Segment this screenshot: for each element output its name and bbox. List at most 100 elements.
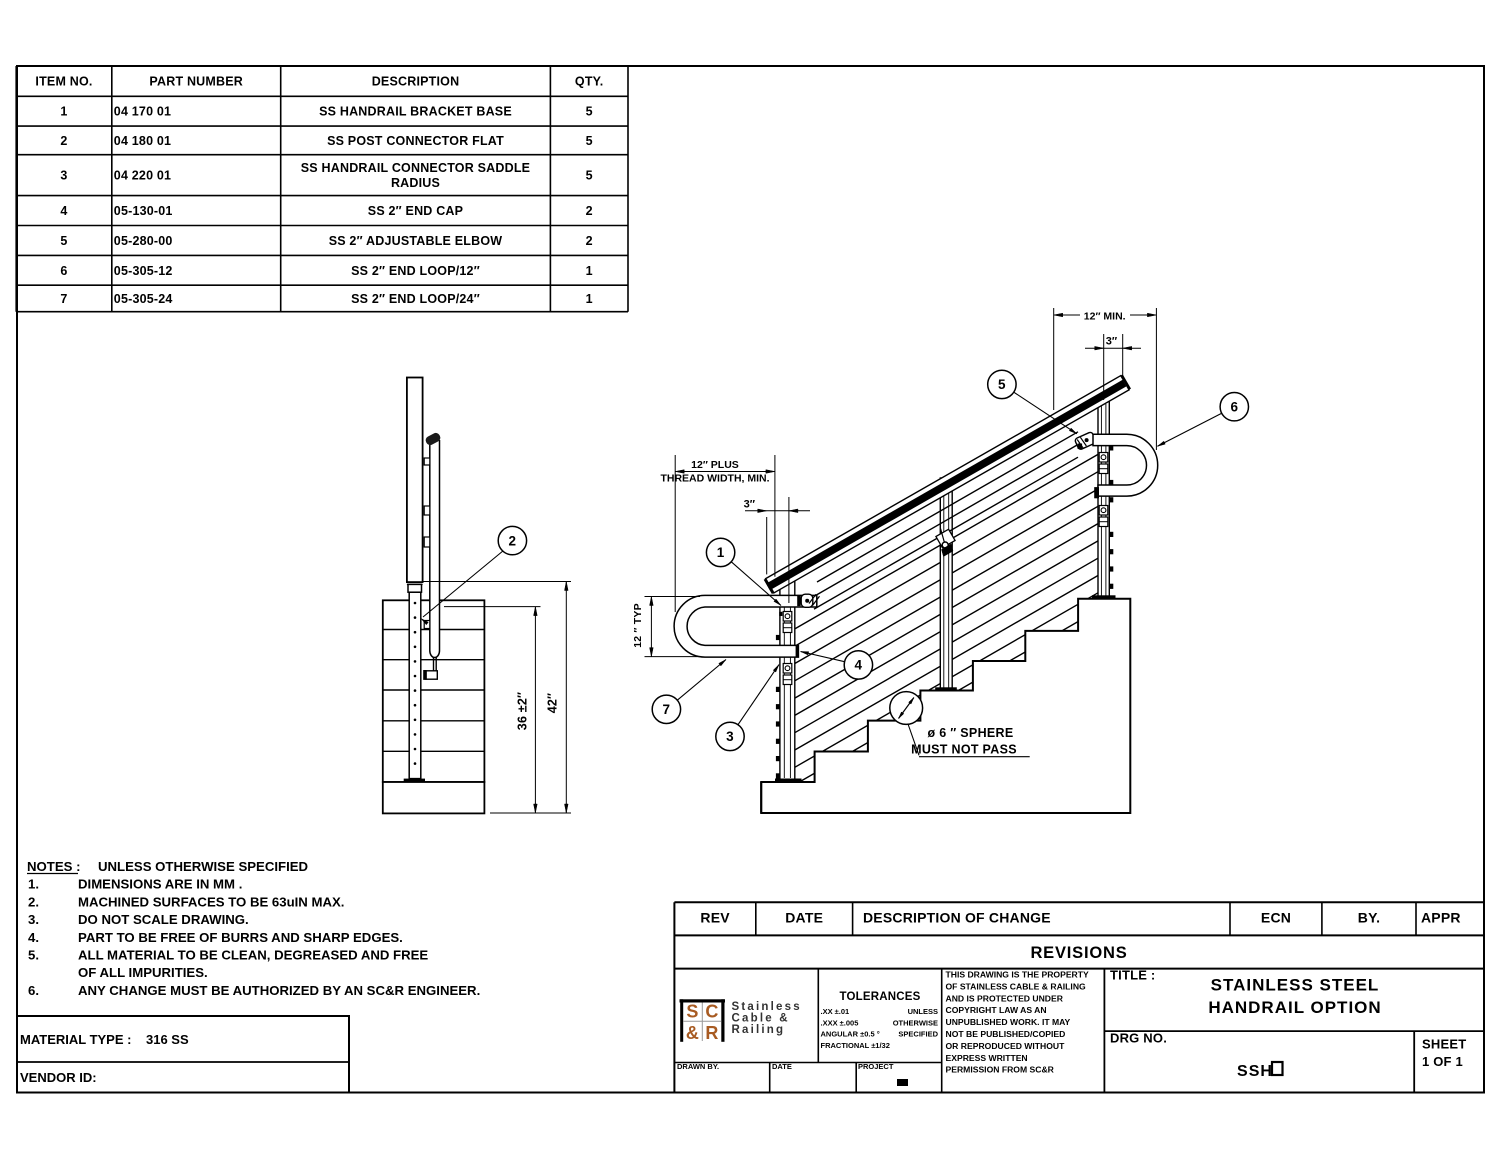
svg-text:05-130-01: 05-130-01 <box>114 204 173 218</box>
svg-text:04 220 01: 04 220 01 <box>114 169 171 183</box>
svg-text:316 SS: 316 SS <box>146 1032 189 1047</box>
svg-text:3: 3 <box>726 729 734 744</box>
svg-text:3″: 3″ <box>744 499 756 511</box>
svg-text:6: 6 <box>60 264 67 278</box>
svg-text:TITLE :: TITLE : <box>1110 968 1155 983</box>
svg-text:ANGULAR ±0.5 °: ANGULAR ±0.5 ° <box>821 1030 880 1039</box>
svg-text:4: 4 <box>60 204 67 218</box>
svg-text:12 ″ TYP: 12 ″ TYP <box>632 603 644 648</box>
svg-text:SS HANDRAIL CONNECTOR SADDLE: SS HANDRAIL CONNECTOR SADDLE <box>301 161 530 175</box>
svg-text:RADIUS: RADIUS <box>391 176 440 190</box>
svg-text:5: 5 <box>586 134 593 148</box>
svg-text:36 ±2″: 36 ±2″ <box>516 692 530 730</box>
svg-text:SS 2″ END CAP: SS 2″ END CAP <box>368 204 463 218</box>
svg-text:4.: 4. <box>28 930 39 945</box>
svg-text:5: 5 <box>60 234 67 248</box>
svg-text:2: 2 <box>60 134 67 148</box>
svg-text:OF STAINLESS CABLE & RAILING: OF STAINLESS CABLE & RAILING <box>946 981 1087 991</box>
svg-text:NOT BE PUBLISHED/COPIED: NOT BE PUBLISHED/COPIED <box>946 1029 1066 1039</box>
svg-text:HANDRAIL OPTION: HANDRAIL OPTION <box>1208 998 1381 1017</box>
svg-text:6: 6 <box>1230 399 1238 414</box>
svg-text:DATE: DATE <box>772 1062 792 1071</box>
svg-text:SS 2″ END LOOP/24″: SS 2″ END LOOP/24″ <box>351 292 480 306</box>
svg-text:UNLESS: UNLESS <box>908 1007 938 1016</box>
svg-text:ITEM NO.: ITEM NO. <box>35 75 92 89</box>
svg-text:NOTES :: NOTES : <box>27 859 80 874</box>
svg-text:3: 3 <box>60 169 67 183</box>
svg-text:SPECIFIED: SPECIFIED <box>898 1030 938 1039</box>
svg-text:4: 4 <box>855 658 863 673</box>
svg-text:OF ALL IMPURITIES.: OF ALL IMPURITIES. <box>78 965 208 980</box>
svg-text:5: 5 <box>586 169 593 183</box>
svg-text:THIS DRAWING IS THE PROPERTY: THIS DRAWING IS THE PROPERTY <box>946 970 1090 980</box>
svg-text:APPR: APPR <box>1421 910 1461 926</box>
svg-text:REV: REV <box>700 910 730 926</box>
svg-text:7: 7 <box>663 702 671 717</box>
svg-text:42″: 42″ <box>546 693 560 714</box>
svg-text:UNPUBLISHED WORK. IT MAY: UNPUBLISHED WORK. IT MAY <box>946 1017 1071 1027</box>
svg-text:7: 7 <box>60 292 67 306</box>
svg-text:5: 5 <box>998 377 1006 392</box>
svg-text:COPYRIGHT LAW AS AN: COPYRIGHT LAW AS AN <box>946 1005 1047 1015</box>
svg-text:2.: 2. <box>28 894 39 909</box>
svg-text:1: 1 <box>586 264 593 278</box>
svg-text:DATE: DATE <box>785 910 823 926</box>
svg-text:R: R <box>705 1023 718 1043</box>
svg-text:3″: 3″ <box>1106 336 1118 348</box>
svg-text:5: 5 <box>586 105 593 119</box>
svg-text:ECN: ECN <box>1261 910 1291 926</box>
svg-text:UNLESS OTHERWISE SPECIFIED: UNLESS OTHERWISE SPECIFIED <box>98 859 308 874</box>
svg-text:DRAWN BY.: DRAWN BY. <box>677 1062 719 1071</box>
svg-text:DO NOT SCALE DRAWING.: DO NOT SCALE DRAWING. <box>78 912 249 927</box>
svg-text:BY.: BY. <box>1358 910 1380 926</box>
svg-text:PERMISSION FROM SC&R: PERMISSION FROM SC&R <box>946 1065 1055 1075</box>
svg-text:PART NUMBER: PART NUMBER <box>149 75 243 89</box>
svg-text:Stainless: Stainless <box>732 1001 802 1013</box>
svg-text:PROJECT: PROJECT <box>858 1062 894 1071</box>
svg-text:DESCRIPTION OF CHANGE: DESCRIPTION OF CHANGE <box>863 910 1051 926</box>
svg-text:SHEET: SHEET <box>1422 1037 1466 1052</box>
svg-text:AND IS PROTECTED UNDER: AND IS PROTECTED UNDER <box>946 993 1064 1003</box>
svg-text:QTY.: QTY. <box>575 75 604 89</box>
svg-text:MACHINED SURFACES TO BE 63uIN: MACHINED SURFACES TO BE 63uIN MAX. <box>78 894 344 909</box>
svg-text:1: 1 <box>717 545 725 560</box>
svg-text:SS HANDRAIL BRACKET BASE: SS HANDRAIL BRACKET BASE <box>319 105 512 119</box>
svg-text:PART TO BE FREE OF BURRS AND S: PART TO BE FREE OF BURRS AND SHARP EDGES… <box>78 930 403 945</box>
svg-text:MUST NOT PASS: MUST NOT PASS <box>911 743 1017 757</box>
svg-text:12″ PLUS: 12″ PLUS <box>691 459 739 471</box>
svg-text:OTHERWISE: OTHERWISE <box>893 1018 938 1027</box>
svg-text:SS POST CONNECTOR FLAT: SS POST CONNECTOR FLAT <box>327 134 504 148</box>
svg-text:1 OF 1: 1 OF 1 <box>1422 1054 1463 1069</box>
svg-text:S: S <box>686 1002 698 1022</box>
svg-text:1.: 1. <box>28 877 39 892</box>
svg-text:5.: 5. <box>28 948 39 963</box>
svg-text:STAINLESS STEEL: STAINLESS STEEL <box>1211 976 1380 995</box>
svg-text:TOLERANCES: TOLERANCES <box>839 991 920 1003</box>
svg-text:THREAD WIDTH, MIN.: THREAD WIDTH, MIN. <box>660 473 769 485</box>
svg-text:VENDOR ID:: VENDOR ID: <box>20 1070 97 1085</box>
svg-text:&: & <box>686 1023 699 1043</box>
svg-text:MATERIAL TYPE :: MATERIAL TYPE : <box>20 1032 131 1047</box>
svg-text:DIMENSIONS ARE IN MM .: DIMENSIONS ARE IN MM . <box>78 877 242 892</box>
svg-text:05-280-00: 05-280-00 <box>114 234 173 248</box>
svg-text:ALL MATERIAL TO BE CLEAN, DEGR: ALL MATERIAL TO BE CLEAN, DEGREASED AND … <box>78 948 428 963</box>
svg-text:C: C <box>705 1002 718 1022</box>
svg-text:1: 1 <box>60 105 67 119</box>
svg-text:12″ MIN.: 12″ MIN. <box>1084 311 1126 323</box>
svg-text:SSH: SSH <box>1237 1063 1273 1080</box>
svg-text:05-305-12: 05-305-12 <box>114 264 173 278</box>
svg-text:DESCRIPTION: DESCRIPTION <box>372 75 460 89</box>
svg-text:04 180 01: 04 180 01 <box>114 134 171 148</box>
svg-text:SS 2″ END LOOP/12″: SS 2″ END LOOP/12″ <box>351 264 480 278</box>
svg-text:2: 2 <box>586 204 593 218</box>
svg-text:EXPRESS WRITTEN: EXPRESS WRITTEN <box>946 1053 1028 1063</box>
svg-text:3.: 3. <box>28 912 39 927</box>
svg-text:.XXX ±.005: .XXX ±.005 <box>821 1018 859 1027</box>
svg-text:2: 2 <box>586 234 593 248</box>
svg-text:6.: 6. <box>28 983 39 998</box>
svg-text:2: 2 <box>509 533 517 548</box>
svg-text:REVISIONS: REVISIONS <box>1030 944 1127 962</box>
svg-text:Railing: Railing <box>732 1024 786 1036</box>
svg-text:.XX ±.01: .XX ±.01 <box>821 1007 850 1016</box>
svg-text:04 170 01: 04 170 01 <box>114 105 171 119</box>
